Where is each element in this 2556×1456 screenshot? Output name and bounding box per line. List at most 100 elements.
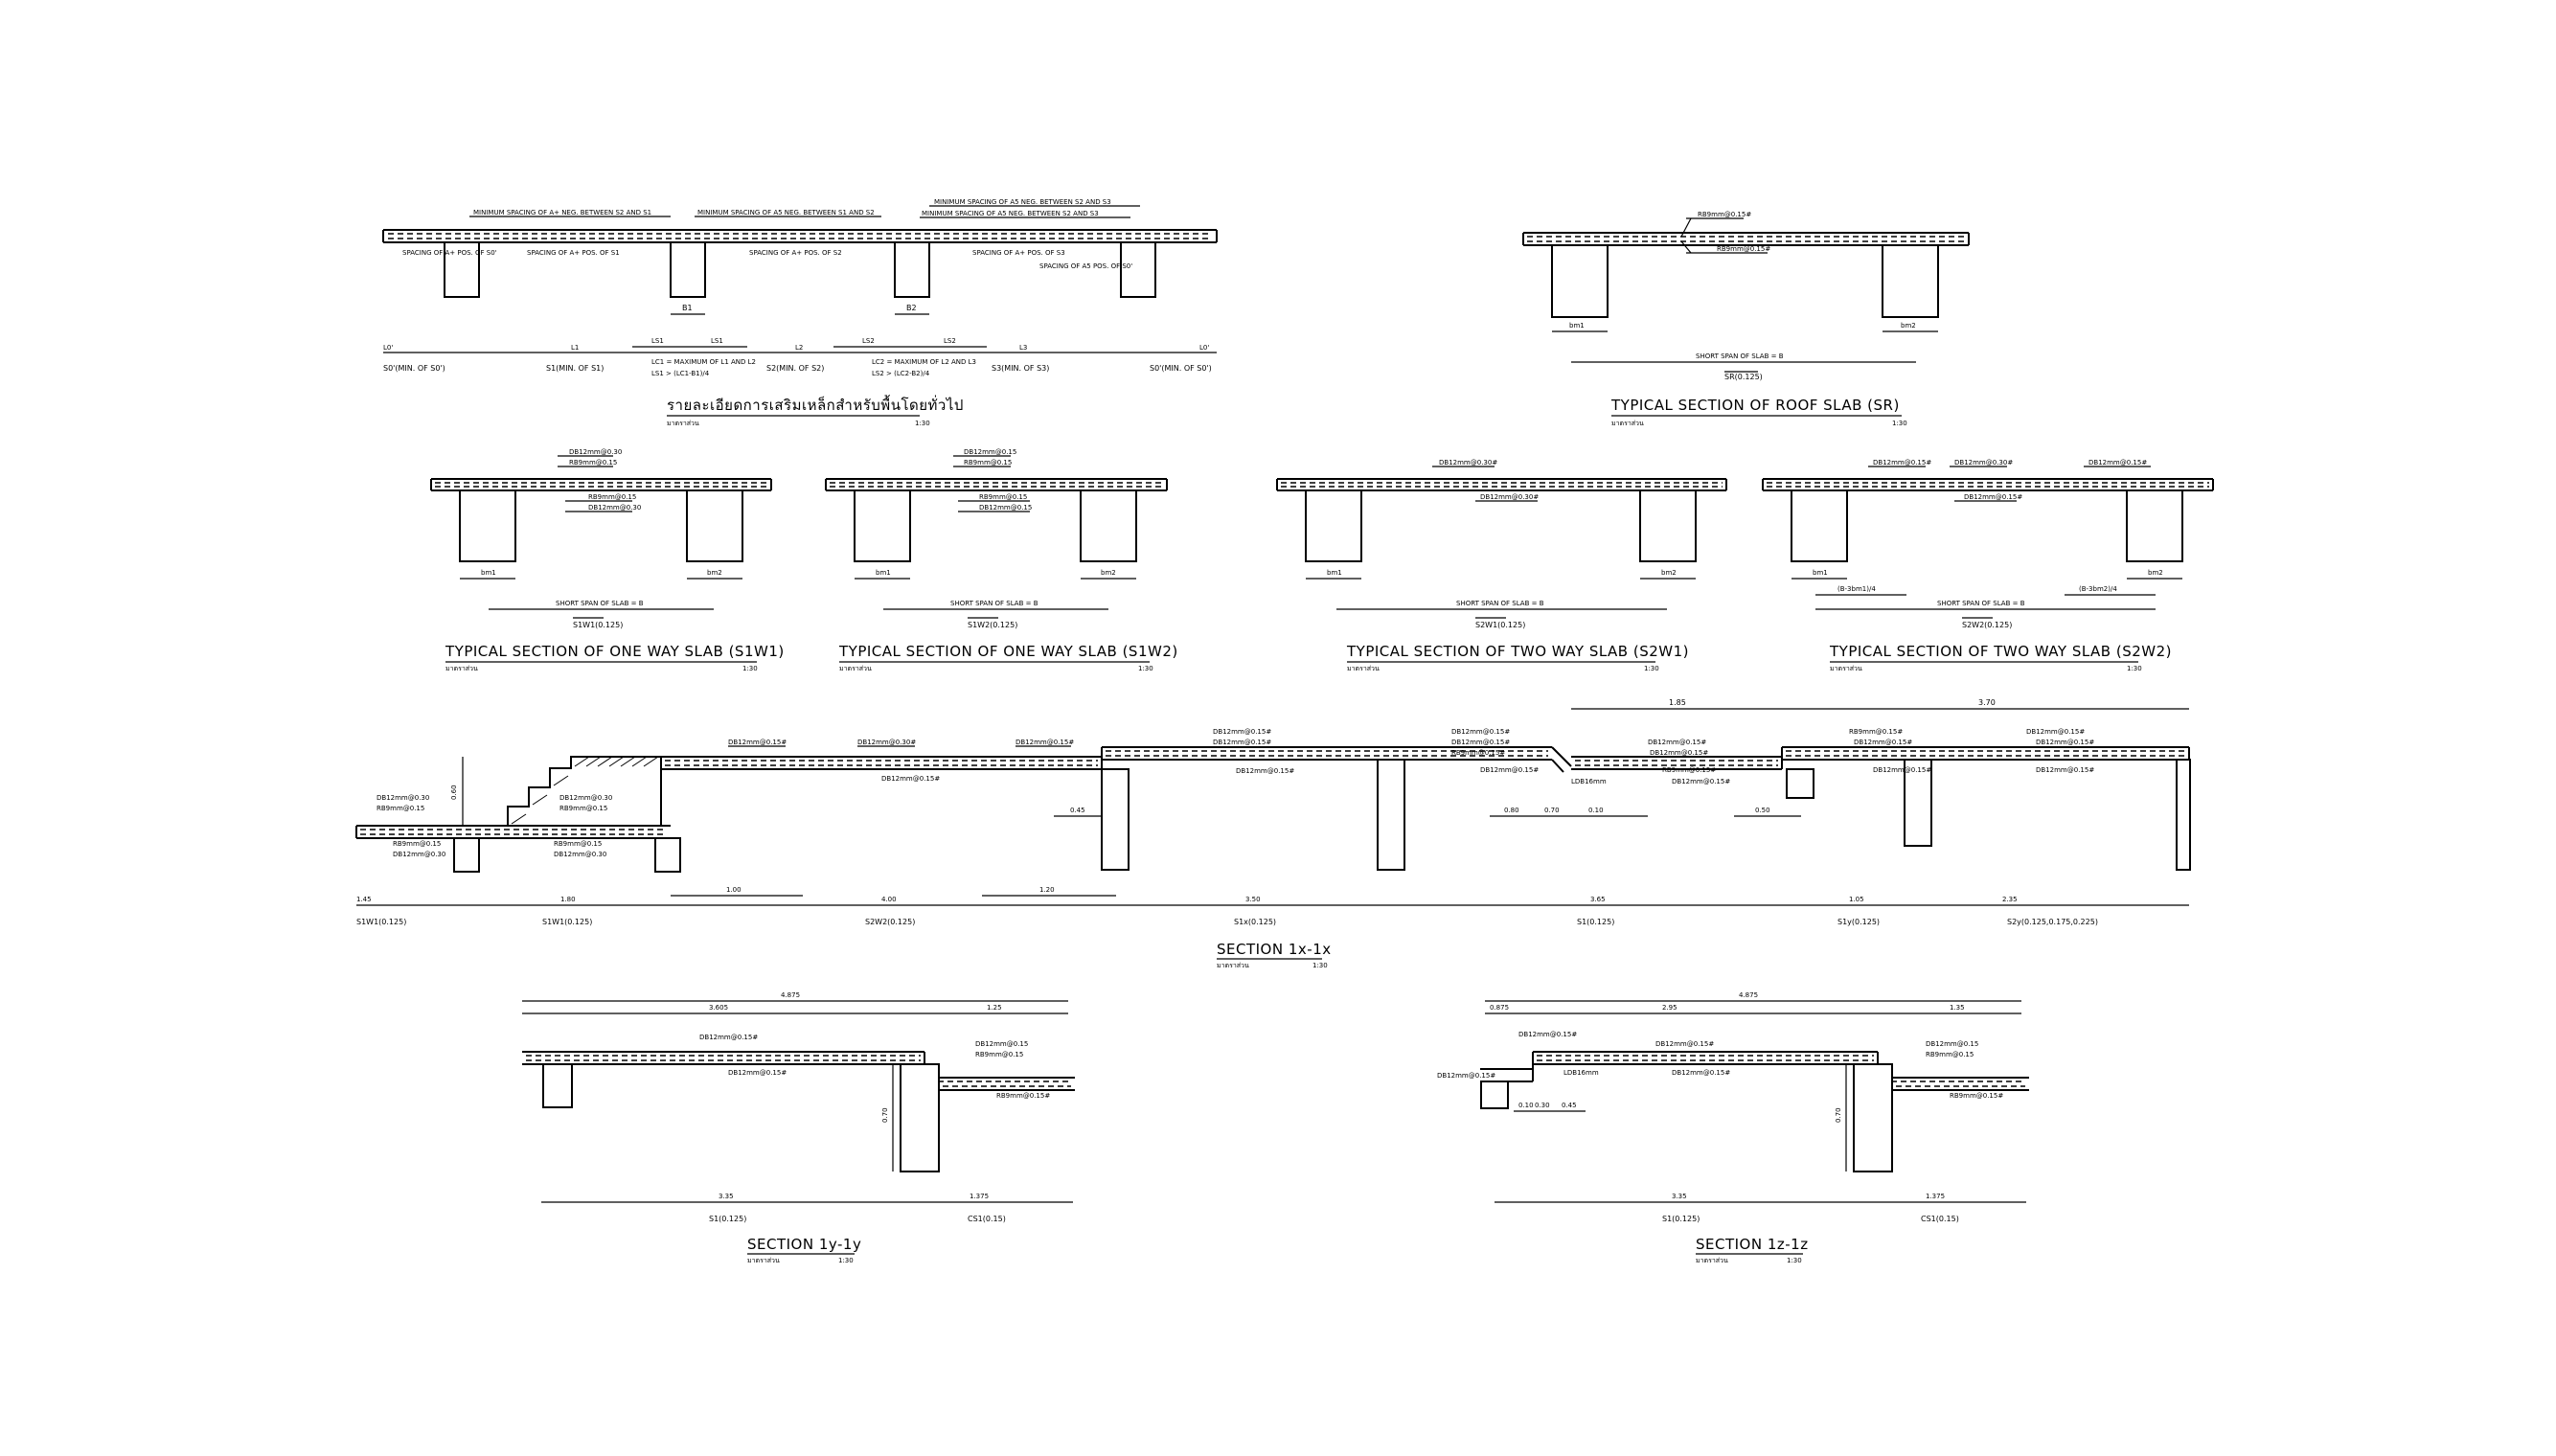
roof-scale-label: มาตราส่วน — [1611, 420, 1644, 427]
s2w2-mark: S2W2(0.125) — [1962, 621, 2012, 629]
sec1x-l13: DB12mm@0.15# — [1213, 728, 1271, 736]
sec1z-t1: 0.875 — [1490, 1004, 1509, 1012]
sec1x-l10: DB12mm@0.30# — [857, 739, 916, 746]
formula-lc1: LC1 = MAXIMUM OF L1 AND L2 — [651, 358, 756, 366]
sec1x-s365: 3.65 — [1590, 896, 1606, 903]
sec1z-m2: CS1(0.15) — [1921, 1215, 1959, 1223]
sec1z-b4: DB12mm@0.15 — [1926, 1040, 1978, 1048]
s1w2-bar2: RB9mm@0.15 — [964, 459, 1012, 466]
general-detail: MINIMUM SPACING OF A+ NEG. BETWEEN S2 AN… — [382, 198, 1218, 427]
s2w1-mark: S2W1(0.125) — [1475, 621, 1525, 629]
s1w1-bar2: RB9mm@0.15 — [569, 459, 617, 466]
s2w2-title: TYPICAL SECTION OF TWO WAY SLAB (S2W2) — [1829, 643, 2172, 660]
s2w2-scale-label: มาตราส่วน — [1830, 665, 1862, 672]
s1w1-scale: 1:30 — [742, 665, 758, 672]
roof-scale: 1:30 — [1892, 420, 1907, 427]
mark-s0-b: S0'(MIN. OF S0') — [1150, 364, 1212, 373]
dim-ls2-a: LS2 — [862, 337, 875, 345]
sec1x-l30: LDB16mm — [1571, 778, 1607, 785]
sec1z-b2: DB12mm@0.15# — [1655, 1040, 1714, 1048]
note-2: MINIMUM SPACING OF A5 NEG. BETWEEN S1 AN… — [697, 209, 875, 216]
s2w2-bar2: DB12mm@0.30# — [1954, 459, 2013, 466]
general-scale-label: มาตราส่วน — [667, 420, 699, 427]
s1w2-bm2: bm2 — [1101, 569, 1116, 577]
sec1x-l12: DB12mm@0.15# — [881, 775, 940, 783]
sec1x-l4: DB12mm@0.30 — [393, 851, 445, 858]
sec1x-l14: DB12mm@0.15# — [1213, 739, 1271, 746]
section-1x-detail: 0.60 1.85 3.70 DB12mm@0.30 — [355, 698, 2191, 969]
sec1x-title: SECTION 1x-1x — [1217, 941, 1332, 958]
roof-mark: SR(0.125) — [1724, 373, 1763, 381]
dim-l0-b: L0' — [1199, 344, 1209, 352]
dim-l3: L3 — [1019, 344, 1027, 352]
roof-rb-bot: RB9mm@0.15# — [1717, 245, 1770, 253]
sec1y-t1: 3.605 — [709, 1004, 728, 1012]
sec1x-s350: 3.50 — [1245, 896, 1261, 903]
sec1z-b5: RB9mm@0.15 — [1926, 1051, 1974, 1058]
sec1z-b8: LDB16mm — [1563, 1069, 1599, 1077]
sec1x-m6: S1y(0.125) — [1837, 918, 1880, 926]
sec1y-b5: RB9mm@0.15# — [996, 1092, 1050, 1100]
sec1y-b3: DB12mm@0.15 — [975, 1040, 1028, 1048]
sec1z-title: SECTION 1z-1z — [1696, 1236, 1809, 1253]
s1w1-span: SHORT SPAN OF SLAB = B — [556, 600, 644, 607]
s1w2-title: TYPICAL SECTION OF ONE WAY SLAB (S1W2) — [838, 643, 1178, 660]
sec1x-l26: DB12mm@0.15# — [1873, 766, 1931, 774]
sec1z-t2: 2.95 — [1662, 1004, 1677, 1012]
sec1z-a3: 0.45 — [1562, 1102, 1577, 1109]
roof-bm1: bm1 — [1569, 322, 1585, 330]
sec1z-a1: 0.10 — [1518, 1102, 1534, 1109]
sec1y-b4: RB9mm@0.15 — [975, 1051, 1023, 1058]
sec1x-d045: 0.45 — [1070, 807, 1085, 814]
s1w2-scale: 1:30 — [1138, 665, 1153, 672]
sec1x-dtop1: 1.85 — [1669, 698, 1686, 707]
sec1y-m2: CS1(0.15) — [968, 1215, 1006, 1223]
s1w1-bar3: RB9mm@0.15 — [588, 493, 636, 501]
s2w1-title: TYPICAL SECTION OF TWO WAY SLAB (S2W1) — [1346, 643, 1689, 660]
sec1x-l7: RB9mm@0.15 — [554, 840, 602, 848]
sec1x-s145: 1.45 — [356, 896, 372, 903]
sec1x-l21: DB12mm@0.15# — [1650, 749, 1708, 757]
sec1z-scale-label: มาตราส่วน — [1696, 1257, 1728, 1264]
mark-s0-a: S0'(MIN. OF S0') — [383, 364, 445, 373]
s1w1-bar1: DB12mm@0.30 — [569, 448, 622, 456]
sec1z-t3: 1.35 — [1950, 1004, 1965, 1012]
sec1z-b7: DB12mm@0.15# — [1437, 1072, 1495, 1080]
s2w2-bar3: DB12mm@0.15# — [2088, 459, 2147, 466]
sec1y-d2: 1.375 — [970, 1193, 989, 1200]
dim-ls1-b: LS1 — [711, 337, 723, 345]
s1w1-bm1: bm1 — [481, 569, 496, 577]
sec1x-d100: 1.00 — [726, 886, 742, 894]
sec1x-l25: DB12mm@0.15# — [1854, 739, 1912, 746]
sec1z-scale: 1:30 — [1787, 1257, 1802, 1264]
note-1: MINIMUM SPACING OF A+ NEG. BETWEEN S2 AN… — [473, 209, 651, 216]
sec1x-l15: DB12mm@0.15# — [1236, 767, 1294, 775]
dim-ls2-b: LS2 — [944, 337, 956, 345]
s1w1-mark: S1W1(0.125) — [573, 621, 623, 629]
sec1z-h: 0.70 — [1835, 1107, 1842, 1123]
s2w2-bm2: bm2 — [2148, 569, 2163, 577]
sec1x-l1: DB12mm@0.30 — [377, 794, 429, 802]
sec1x-m7: S2y(0.125,0.175,0.225) — [2007, 918, 2098, 926]
sec1x-l18: RB9mm@0.15# — [1451, 749, 1505, 757]
s2w2-bar1: DB12mm@0.15# — [1873, 459, 1931, 466]
roof-span: SHORT SPAN OF SLAB = B — [1696, 353, 1784, 360]
sec1z-m1: S1(0.125) — [1662, 1215, 1700, 1223]
sec1x-scale: 1:30 — [1312, 962, 1328, 969]
sec1x-l9: DB12mm@0.15# — [728, 739, 787, 746]
sec1x-l5: DB12mm@0.30 — [559, 794, 612, 802]
sec1x-l6: RB9mm@0.15 — [559, 805, 607, 812]
sec1x-m4: S1x(0.125) — [1234, 918, 1276, 926]
beam-b2-label: B2 — [906, 304, 917, 312]
s2w2-span: SHORT SPAN OF SLAB = B — [1937, 600, 2025, 607]
dim-l2: L2 — [795, 344, 803, 352]
s1w1-bm2: bm2 — [707, 569, 722, 577]
s2w2-q1: (B-3bm1)/4 — [1837, 585, 1876, 593]
sec1y-scale-label: มาตราส่วน — [747, 1257, 780, 1264]
s2w1-scale-label: มาตราส่วน — [1347, 665, 1380, 672]
sec1x-l27: DB12mm@0.15# — [2026, 728, 2085, 736]
beam-b1-label: B1 — [682, 304, 693, 312]
s2w1-span: SHORT SPAN OF SLAB = B — [1456, 600, 1544, 607]
note-7: SPACING OF A+ POS. OF S2 — [749, 249, 842, 257]
